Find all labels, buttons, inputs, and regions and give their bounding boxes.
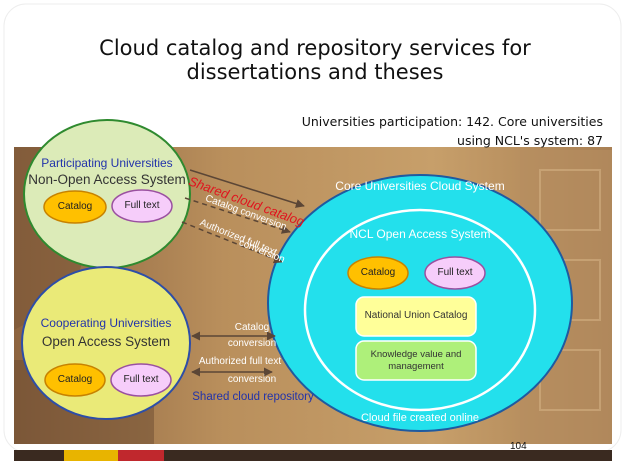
participating-fulltext-node <box>111 189 173 223</box>
participation-note: Universities participation: 142. Core un… <box>203 112 603 150</box>
knowledge-box <box>355 340 477 381</box>
catalog-conversion-arrow <box>184 197 291 234</box>
national-union-catalog-label: National Union Catalog <box>364 310 468 321</box>
bottom-accent-bar <box>14 450 612 461</box>
participating-fulltext-label: Full text <box>124 200 160 211</box>
participating-title: Participating Universities <box>41 156 173 170</box>
core-fulltext-node <box>424 256 486 290</box>
authorized-lower-line-1: Authorized full text <box>198 356 282 367</box>
ncl-system-title: NCL Open Access System <box>349 227 491 241</box>
participating-catalog-label: Catalog <box>57 201 93 212</box>
authorized-lower-line-2: conversion <box>227 374 277 385</box>
slide-number: 104 <box>510 441 527 452</box>
participating-system-label: Non-Open Access System <box>28 172 186 187</box>
cooperating-system-label: Open Access System <box>41 334 171 349</box>
catalog-lower-line-1: Catalog <box>234 322 270 333</box>
core-system-title: Core Universities Cloud System <box>335 179 505 193</box>
participation-line-2: using NCL's system: 87 <box>457 133 603 148</box>
core-fulltext-label: Full text <box>437 267 473 278</box>
cooperating-title: Cooperating Universities <box>40 316 172 330</box>
participating-universities-circle <box>23 119 191 269</box>
core-catalog-node <box>347 256 409 290</box>
knowledge-label-line-2: management <box>388 361 444 372</box>
core-catalog-label: Catalog <box>360 267 396 278</box>
cooperating-fulltext-label: Full text <box>123 374 159 385</box>
shared-catalog-arrow <box>189 169 305 208</box>
cloud-file-label: Cloud file created online <box>360 412 480 424</box>
participating-catalog-node <box>43 190 107 224</box>
knowledge-label-line-1: Knowledge value and <box>370 349 462 360</box>
catalog-lower-line-2: conversion <box>227 338 277 349</box>
cooperating-fulltext-node <box>110 363 172 397</box>
national-union-catalog-box <box>355 296 477 337</box>
shared-repository-label: Shared cloud repository <box>192 391 314 403</box>
slide-title: Cloud catalog and repository services fo… <box>99 36 531 84</box>
cooperating-catalog-node <box>44 363 106 397</box>
participation-line-1: Universities participation: 142. Core un… <box>301 114 603 129</box>
cooperating-catalog-label: Catalog <box>57 374 93 385</box>
